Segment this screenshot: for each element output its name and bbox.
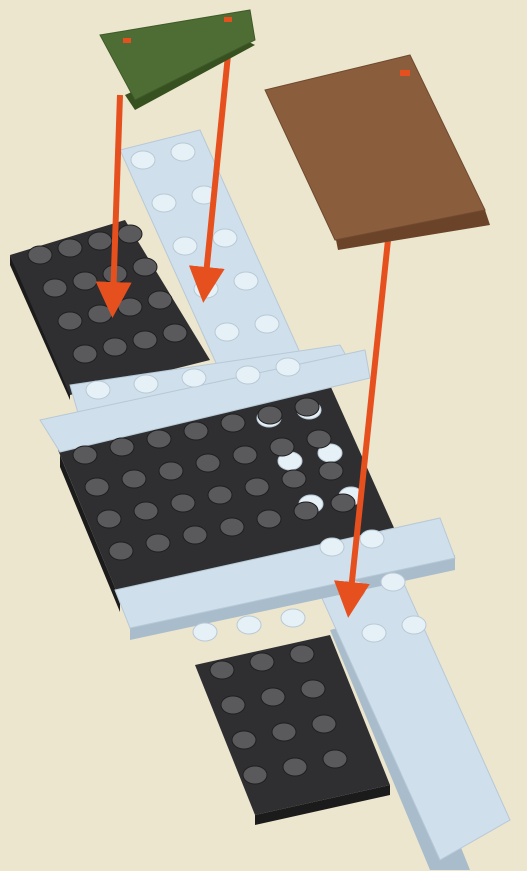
green-wedge-marker-1 <box>123 38 131 43</box>
light-cross-plate-bottom-stud <box>237 616 261 634</box>
black-plate-top-stud <box>88 305 112 323</box>
black-plate-bottom-stud <box>210 661 234 679</box>
black-plate-middle-stud <box>208 486 232 504</box>
long-light-plate-stud <box>236 366 260 384</box>
light-cross-plate-bottom-stud <box>193 623 217 641</box>
black-plate-top-stud <box>73 345 97 363</box>
brown-tile <box>265 55 490 250</box>
light-cross-plate-top-stud <box>182 369 206 387</box>
light-cross-plate-top-stud <box>134 375 158 393</box>
long-light-plate-stud <box>362 624 386 642</box>
black-plate-middle-stud <box>307 430 331 448</box>
long-light-plate-stud <box>213 229 237 247</box>
black-plate-bottom-stud <box>261 688 285 706</box>
black-plate-top-stud <box>43 279 67 297</box>
black-plate-middle-stud <box>73 446 97 464</box>
black-plate-top-stud <box>58 239 82 257</box>
black-plate-middle-stud <box>134 502 158 520</box>
black-plate-top-stud <box>133 331 157 349</box>
black-plate-bottom-stud <box>272 723 296 741</box>
black-plate-bottom-stud <box>250 653 274 671</box>
black-plate-middle-stud <box>331 494 355 512</box>
black-plate-middle-stud <box>110 438 134 456</box>
black-plate-bottom-stud <box>301 680 325 698</box>
black-plate-top-stud <box>73 272 97 290</box>
black-plate-top-stud <box>118 225 142 243</box>
brown-tile-top <box>265 55 485 240</box>
long-light-plate-stud <box>320 538 344 556</box>
long-light-plate-stud <box>173 237 197 255</box>
black-plate-middle-stud <box>171 494 195 512</box>
black-plate-bottom-stud <box>323 750 347 768</box>
black-plate-middle-stud <box>245 478 269 496</box>
long-light-plate-stud <box>381 573 405 591</box>
long-light-plate-stud <box>152 194 176 212</box>
black-plate-middle-stud <box>282 470 306 488</box>
black-plate-top-stud <box>28 246 52 264</box>
black-plate-bottom-stud <box>232 731 256 749</box>
black-plate-middle-stud <box>183 526 207 544</box>
black-plate-bottom-stud <box>221 696 245 714</box>
black-plate-middle-stud <box>159 462 183 480</box>
long-light-plate-stud <box>234 272 258 290</box>
black-plate-middle-stud <box>319 462 343 480</box>
green-wedge-marker-2 <box>224 17 232 22</box>
black-plate-middle-stud <box>109 542 133 560</box>
black-plate-middle-stud <box>85 478 109 496</box>
black-plate-top-stud <box>118 298 142 316</box>
black-plate-top-stud <box>163 324 187 342</box>
black-plate-top-stud <box>103 338 127 356</box>
black-plate-middle-stud <box>97 510 121 528</box>
black-plate-top-stud <box>58 312 82 330</box>
long-light-plate-stud <box>215 323 239 341</box>
black-plate-middle-stud <box>122 470 146 488</box>
black-plate-middle-stud <box>146 534 170 552</box>
black-plate-middle-stud <box>184 422 208 440</box>
black-plate-middle-stud <box>294 502 318 520</box>
black-plate-middle-stud <box>295 398 319 416</box>
black-plate-bottom-stud <box>290 645 314 663</box>
long-light-plate-stud <box>402 616 426 634</box>
black-plate-bottom-stud <box>283 758 307 776</box>
black-plate-top-stud <box>88 232 112 250</box>
black-plate-top-stud <box>133 258 157 276</box>
long-light-plate-stud <box>131 151 155 169</box>
black-plate-bottom-stud <box>243 766 267 784</box>
black-plate-middle-stud <box>233 446 257 464</box>
black-plate-middle-stud <box>220 518 244 536</box>
black-plate-top-stud <box>148 291 172 309</box>
brown-tile-marker <box>400 70 410 76</box>
black-plate-middle-stud <box>257 510 281 528</box>
long-light-plate-stud <box>360 530 384 548</box>
long-light-plate-stud <box>255 315 279 333</box>
black-plate-middle-stud <box>196 454 220 472</box>
light-cross-plate-bottom-stud <box>281 609 305 627</box>
black-plate-middle-stud <box>258 406 282 424</box>
black-plate-middle-stud <box>147 430 171 448</box>
black-plate-middle-stud <box>270 438 294 456</box>
long-light-plate-stud <box>276 358 300 376</box>
green-wedge-plate <box>100 10 255 110</box>
black-plate-middle-stud <box>221 414 245 432</box>
light-cross-plate-top-stud <box>86 381 110 399</box>
long-light-plate-stud <box>171 143 195 161</box>
black-plate-bottom-stud <box>312 715 336 733</box>
